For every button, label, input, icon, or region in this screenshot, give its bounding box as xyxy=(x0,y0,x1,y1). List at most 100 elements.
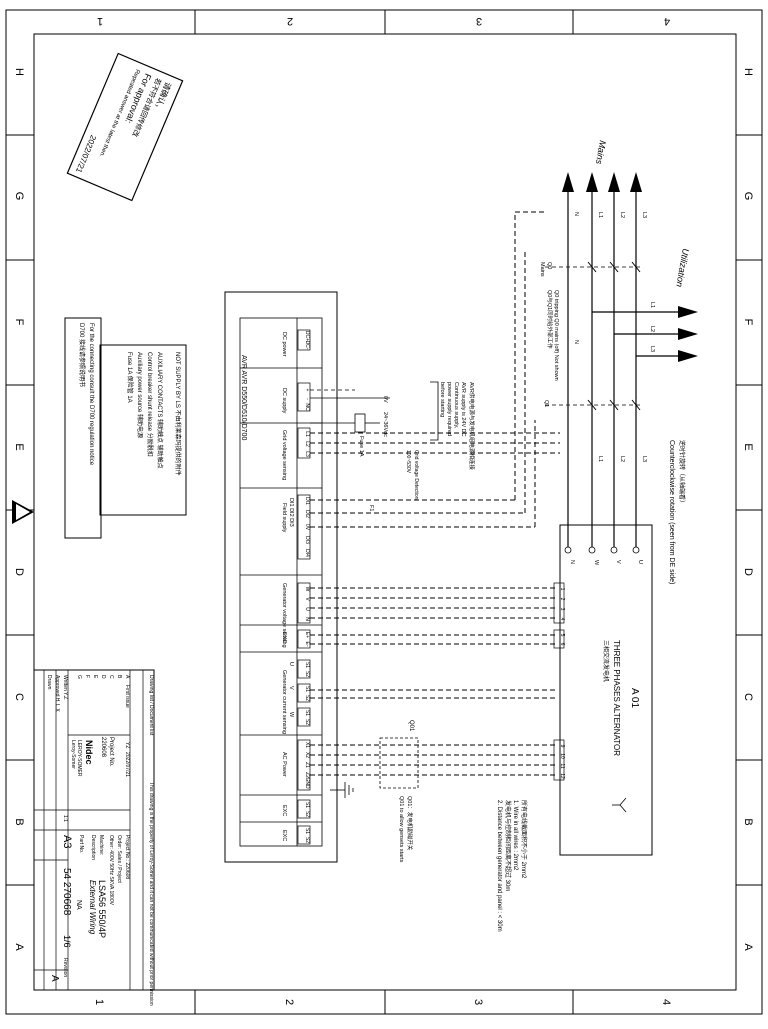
term-dcs-minus: - xyxy=(304,398,310,400)
exc2-label: EXC xyxy=(281,805,287,816)
exc-label: EXC xyxy=(281,632,287,643)
row-label-left-B: B xyxy=(13,818,25,825)
row-label-right-G: G xyxy=(742,192,754,201)
breaker-contacts xyxy=(587,261,641,411)
phase-w: W xyxy=(593,560,599,566)
aux-title: NOT SUPPLY BY LS 不由利莱森玛提供的附件 xyxy=(174,352,182,476)
term-ac-x1: X1 xyxy=(304,742,310,748)
cable-note-cn2: 发电机与控制柜间距离不超过 30m xyxy=(504,800,512,891)
tb-written: Written Y.Z. xyxy=(62,675,68,701)
ct-label: Generator current sensing xyxy=(281,670,287,734)
q0-sub-label: Mains xyxy=(539,262,545,277)
q1-label: Q1 xyxy=(543,400,549,407)
supply-note-4: before starting xyxy=(439,382,445,417)
alternator-title-cn: 三相交流发电机 xyxy=(602,640,610,682)
mains-l1-label: L1 xyxy=(597,212,603,218)
q01-label: Q01 xyxy=(408,720,414,732)
col-label-bottom-3: 3 xyxy=(472,999,484,1005)
ct-phase-v: V xyxy=(288,686,294,690)
term-gen-u: U xyxy=(304,607,310,611)
alternator-name: A 01 xyxy=(629,688,640,708)
term-ct-s1-v: S1 xyxy=(304,686,310,692)
q0-note2: Q0与Q1同时给外部工作 xyxy=(546,290,554,349)
gen-l3-label: L3 xyxy=(641,456,647,462)
aux-line2: Control breaker shunt release 分励脱扣 xyxy=(146,352,154,457)
term-exc2-s2: S2 xyxy=(304,811,310,817)
aux-line4: Fuse 1A 保险管 1A xyxy=(126,352,134,403)
util-n-label: N xyxy=(573,340,579,344)
cable-note-cn1: 所有电线截面积不小于 2mm2 xyxy=(520,800,528,879)
term-grid-l3: L3 xyxy=(304,451,310,457)
breaker-links xyxy=(545,266,640,406)
mains-arrow-l3-icon xyxy=(630,172,642,192)
rev-a-date: 2022/07/21 xyxy=(124,752,130,777)
term-exc3-s1: S1 xyxy=(304,828,310,834)
sensing-wires xyxy=(310,211,560,776)
aux-notes-frame xyxy=(99,344,187,516)
row-label-left-F: F xyxy=(13,319,25,326)
term-field-di3: DI3 xyxy=(304,536,310,544)
term-dcs-nc: NC xyxy=(304,403,310,411)
term-ac-x2: X2 xyxy=(304,752,310,758)
tb-machine: LSA56 550/4P xyxy=(97,880,107,938)
ct-phase-u: U xyxy=(288,662,294,666)
exc3-label: EXC xyxy=(281,830,287,841)
rev-a-by: YZ xyxy=(124,742,130,748)
alt-exc5: 5 xyxy=(559,634,565,637)
rev-c-id: C xyxy=(108,675,114,679)
gen-l1-label: L1 xyxy=(597,456,603,462)
term-dcp: DC+ xyxy=(304,331,310,341)
dc-supply-wires xyxy=(310,389,390,433)
regulator-box xyxy=(224,291,338,863)
row-label-right-E: E xyxy=(742,443,754,450)
gen-l2-label: L2 xyxy=(619,456,625,462)
aux-notes-box: NOT SUPPLY BY LS 不由利莱森玛提供的附件 AUXILIARY C… xyxy=(99,344,187,516)
connecting-notes-box: For the connecting consult the D700 regu… xyxy=(64,317,102,539)
alternator-title: THREE PHASES ALTERNATOR xyxy=(612,640,621,756)
connecting-notes-frame xyxy=(64,317,102,539)
ac-power-label: AC Power xyxy=(281,752,287,777)
mains-arrow-n-icon xyxy=(562,172,574,192)
aux-line1: AUXILIARY CONTACTS 辅助触点 辅助触点 xyxy=(156,352,164,469)
phase-v: V xyxy=(615,560,621,564)
tb-revision-label: Revision xyxy=(62,958,68,977)
row-label-right-A: A xyxy=(742,943,754,951)
mains-arrow-l2-icon xyxy=(608,172,620,192)
tb-approved: Approved H. L.X xyxy=(54,675,60,712)
col-label-bottom-4: 4 xyxy=(660,999,672,1005)
logo-tagline: Leroy-Somer xyxy=(70,740,76,769)
regulator-dividers xyxy=(240,318,322,846)
col-label-bottom-2: 2 xyxy=(283,999,295,1005)
cable-note-en2: 2. Distance between generator and panel … xyxy=(496,800,502,932)
row-label-left-C: C xyxy=(13,693,25,701)
row-label-right-B: B xyxy=(742,818,754,825)
util-arrow-l1-icon xyxy=(678,306,698,318)
row-label-left-E: E xyxy=(13,443,25,450)
tb-drawing-no: 54 270668 xyxy=(61,868,72,916)
mains-label: Mains xyxy=(594,140,608,166)
util-arrow-l2-icon xyxy=(678,328,698,340)
tb-sheet: 1/6 xyxy=(62,935,72,948)
field-sub-label: DI1 DI2 DI3 xyxy=(288,498,294,527)
logo-leroy-somer: LEROY-SOMER xyxy=(76,740,82,777)
revision-table: A First issue YZ 2022/07/21 B C D E F G xyxy=(76,675,130,777)
tb-part-label: Part No. xyxy=(78,835,84,853)
rev-e-id: E xyxy=(92,675,98,679)
arrow-icons xyxy=(562,172,698,362)
mains-l2-label: L2 xyxy=(619,212,625,218)
regulator-title: AVR AVR D550/D510/D700 xyxy=(240,355,247,440)
alternator-box xyxy=(559,524,653,856)
term-exc-ep: E+ xyxy=(304,632,310,638)
rotation-en: Counterclockwise rotation (seen from DE … xyxy=(668,440,675,584)
q0-note: Q0 tripping Q0 mains (off) Not shown xyxy=(553,290,559,381)
alternator-terminals: 1 2 3 4 5 6 9 10 11 12 xyxy=(553,582,565,781)
regulator-terminals: DC+ DC- + - NC L1 L2 L3 DI1 DI2 0V DI3 D… xyxy=(297,329,311,845)
utilization-label: Utilization xyxy=(674,248,691,288)
connecting-note: For the connecting consult the D700 regu… xyxy=(88,323,94,466)
tb-header: Drawing list / Document list xyxy=(148,675,154,736)
q01-note-cn: Q01：发电机励磁开关 xyxy=(406,796,414,851)
term-ac-z1: Z1 xyxy=(304,762,310,768)
dc-supply-label: DC supply xyxy=(281,388,287,414)
term-ct-s2-v: S2 xyxy=(304,695,310,701)
title-block: Drawing list / Document list This drawin… xyxy=(33,669,155,1006)
